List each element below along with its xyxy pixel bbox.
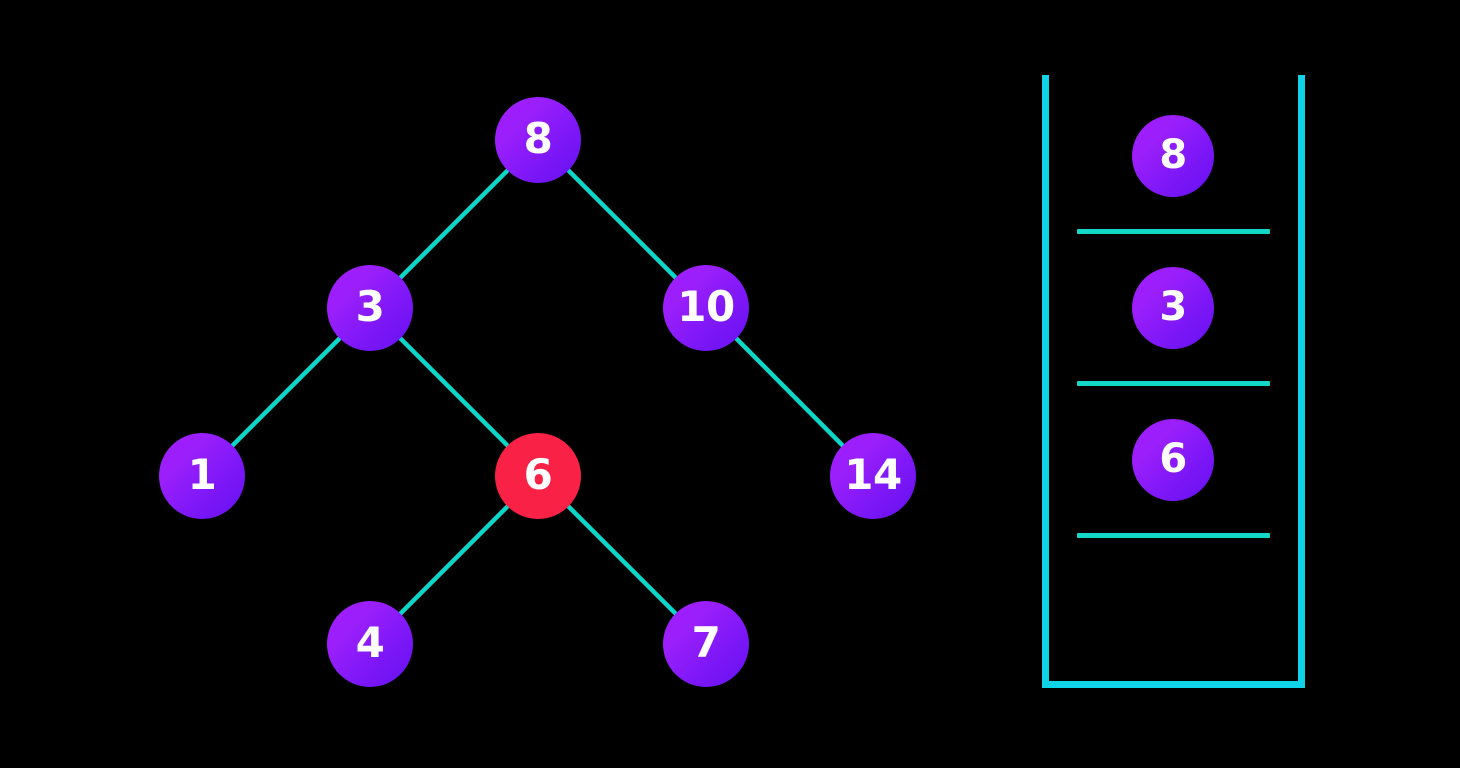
binary-tree-panel: 8 3 10 1 6 14 4 7: [159, 97, 916, 687]
tree-node-label: 14: [844, 450, 902, 499]
stack-item-label: 8: [1159, 132, 1187, 178]
stack-divider: [1077, 229, 1270, 234]
tree-node-1[interactable]: 1: [159, 433, 245, 519]
tree-node-label: 8: [523, 114, 553, 163]
tree-node-6[interactable]: 6: [495, 433, 581, 519]
tree-node-3[interactable]: 3: [327, 265, 413, 351]
stack-item-6[interactable]: 6: [1132, 419, 1214, 501]
tree-node-label: 6: [523, 450, 553, 499]
stack-divider: [1077, 381, 1270, 386]
stack-divider: [1077, 533, 1270, 538]
stack-panel: 8 3 6: [1000, 0, 1460, 768]
tree-node-4[interactable]: 4: [327, 601, 413, 687]
tree-node-label: 4: [355, 618, 385, 667]
tree-node-7[interactable]: 7: [663, 601, 749, 687]
stack-item-label: 6: [1159, 436, 1187, 482]
tree-node-layer: 8 3 10 1 6 14 4 7: [159, 97, 916, 687]
tree-node-label: 1: [187, 450, 217, 499]
tree-node-10[interactable]: 10: [663, 265, 749, 351]
stack-item-label: 3: [1159, 284, 1187, 330]
stack-item-3[interactable]: 3: [1132, 267, 1214, 349]
stack-item-8[interactable]: 8: [1132, 115, 1214, 197]
tree-node-label: 3: [355, 282, 385, 331]
tree-node-label: 10: [677, 282, 735, 331]
tree-node-label: 7: [691, 618, 721, 667]
stack-container: [1042, 75, 1305, 688]
tree-node-8[interactable]: 8: [495, 97, 581, 183]
tree-node-14[interactable]: 14: [830, 433, 916, 519]
